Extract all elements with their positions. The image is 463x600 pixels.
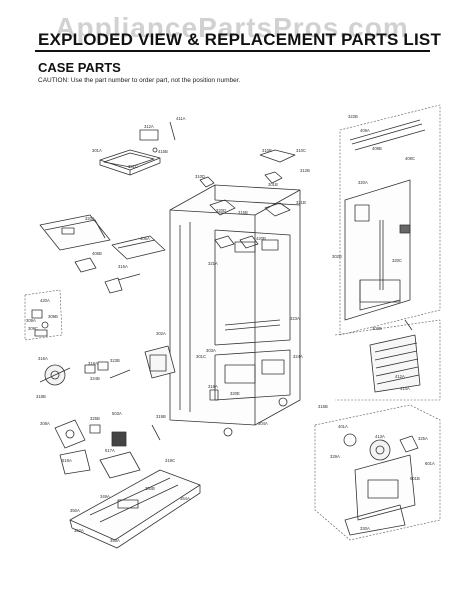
part-label: 316A [38,356,48,361]
part-label: 318B [36,394,46,399]
part-label: 329A [330,454,340,459]
section-title: CASE PARTS [38,60,121,75]
part-label: 309B [48,314,58,319]
part-label: 503A [112,411,122,416]
part-label: 324B [90,376,100,381]
part-label: 315B [238,210,248,215]
part-label: 324A [293,354,303,359]
part-label: 405B [92,251,102,256]
part-label: 420A [40,298,50,303]
fan-motor [39,345,176,386]
part-label: 322B [348,114,358,119]
lower-left-parts [54,419,161,479]
group-outlines [24,104,441,541]
part-label: 308A [40,421,50,426]
part-label: 320E [230,391,240,396]
part-label: 301A [92,148,102,153]
title-rule [35,50,430,52]
part-label: 420B [256,236,266,241]
part-label: 349A [100,494,110,499]
part-label: 414A [400,386,410,391]
part-label: 321A [208,261,218,266]
part-label: 319C [165,458,175,463]
part-label: 519A [62,458,72,463]
part-label: 320C [392,258,402,263]
left-brackets [39,214,166,294]
part-label: 409B [372,146,382,151]
part-label: 320A [358,180,368,185]
part-label: 302B [332,254,342,259]
part-label: 312B [300,168,310,173]
part-label: 301B [268,182,278,187]
part-label: 409A [360,128,370,133]
part-label: 411A [176,116,186,121]
part-label: 325A [418,436,428,441]
part-label: 321B [296,200,306,205]
page-title: EXPLODED VIEW & REPLACEMENT PARTS LIST [38,30,442,49]
part-label: 303B [372,326,382,331]
part-label: 354A [180,496,190,501]
part-label: 303A [206,348,216,353]
caution-note: CAUTION: Use the part number to order pa… [38,77,241,84]
part-labels: 301A 411A 312A 415B 301C 310B 310C 312B … [26,114,435,543]
part-label: 352A [74,528,84,533]
part-label: 323B [110,358,120,363]
part-label: 409C [405,156,415,161]
part-label: 318A [88,361,98,366]
part-label: 301C [196,354,206,359]
part-label: 405A [140,236,150,241]
refrigerator-cabinet [169,184,301,437]
lamp-cover-tray [99,121,176,176]
bottom-tray [69,469,201,549]
part-label: 310B [262,148,272,153]
part-label: 412A [395,374,405,379]
watermark: AppliancePartsPros.com [55,12,409,43]
part-label: 350A [70,508,80,513]
ice-maker-door-parts [343,433,419,536]
part-label: 323A [290,316,300,321]
part-label: 315A [118,264,128,269]
rail-and-back-panel [344,119,426,321]
part-label: 312A [144,124,154,129]
top-hinge-parts [199,149,296,249]
part-label: 316B [318,404,328,409]
part-label: 310C [296,148,306,153]
part-label: 301C [128,164,138,169]
part-label: 302A [156,331,166,336]
part-label: 310D [195,174,205,179]
part-label: 415B [158,149,168,154]
part-label: 350B [145,486,155,491]
part-label: 320D [216,208,226,213]
part-label: 319B [156,414,166,419]
part-label: 304A [258,421,268,426]
part-label: 330A [360,526,370,531]
part-label: 325B [90,416,100,421]
part-label: 517A [105,448,115,453]
part-label: 401A [338,424,348,429]
part-label: 353A [110,538,120,543]
part-label: 601B [410,476,420,481]
part-label: 309A [26,318,36,323]
part-label: 320A [85,216,95,221]
part-label: 601A [425,461,435,466]
part-label: 319A [208,384,218,389]
part-label: 309C [28,326,38,331]
part-label: 413A [375,434,385,439]
evaporator-coil [369,319,421,393]
small-parts [31,309,49,337]
